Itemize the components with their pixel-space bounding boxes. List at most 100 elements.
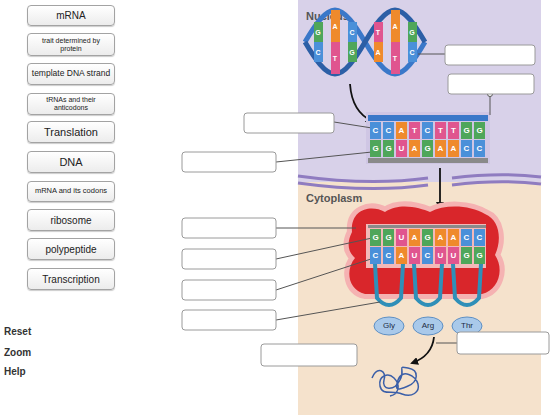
dna-backbone: [368, 115, 488, 121]
word-bank-box: template DNA strand: [27, 63, 115, 85]
codon-base: U: [435, 247, 446, 264]
process-arrow: [439, 168, 441, 208]
answer-box: [182, 152, 276, 172]
answer-box: [448, 74, 534, 94]
dna-base: G: [348, 42, 357, 62]
ribosome-shape: [349, 207, 500, 294]
rna-backbone: [368, 158, 488, 163]
nucleotide-base: A: [435, 140, 446, 157]
nucleotide-base: A: [396, 122, 407, 139]
nucleotide-base: C: [422, 122, 433, 139]
answer-box: [182, 249, 276, 269]
codon-base: A: [435, 229, 446, 246]
codon-base: A: [448, 229, 459, 246]
dna-base: G: [314, 22, 323, 42]
codon-base: U: [448, 247, 459, 264]
dna-base: C: [408, 42, 417, 62]
nucleotide-base: T: [448, 122, 459, 139]
box-label: polypeptide: [45, 244, 96, 255]
leader-line: [436, 343, 457, 344]
trna-shape: [414, 264, 442, 305]
nucleotide-base: T: [409, 122, 420, 139]
mrna-backbone: [368, 225, 486, 228]
answer-box: [182, 310, 276, 330]
word-bank-box: trait determined by protein: [27, 33, 115, 56]
trna-shape: [453, 264, 481, 305]
box-label: ribosome: [50, 215, 91, 226]
ribosome-glow: [349, 207, 500, 294]
nucleotide-base: C: [461, 140, 472, 157]
box-label: template DNA strand: [32, 69, 110, 78]
dna-base: T: [331, 42, 340, 74]
word-bank-box: DNA: [27, 151, 115, 173]
answer-box: [261, 344, 357, 366]
answer-box: [244, 113, 334, 133]
nucleotide-base: U: [396, 140, 407, 157]
word-bank-box: mRNA and its codons: [27, 181, 115, 202]
box-label: DNA: [59, 156, 82, 168]
dna-base: A: [374, 42, 383, 62]
menu-link: Help: [4, 365, 64, 379]
transcription-bubble: [366, 112, 490, 164]
trna-shape: [375, 264, 403, 305]
dna-base: T: [374, 22, 383, 42]
box-label: tRNAs and their anticodons: [31, 96, 111, 111]
nucleotide-base: G: [383, 140, 394, 157]
amino-acid-name: Thr: [452, 319, 482, 333]
codon-base: A: [409, 229, 420, 246]
codon-base: U: [409, 247, 420, 264]
dna-base: G: [408, 22, 417, 42]
nucleotide-base: C: [370, 122, 381, 139]
codon-base: C: [474, 229, 485, 246]
codon-base: C: [383, 247, 394, 264]
nucleotide-base: G: [474, 122, 485, 139]
nucleotide-base: A: [409, 140, 420, 157]
box-label: trait determined by protein: [31, 37, 111, 52]
menu-link: Zoom: [4, 346, 64, 360]
box-label: Translation: [44, 126, 98, 138]
nucleotide-base: T: [435, 122, 446, 139]
menu-link: Reset: [4, 325, 64, 339]
word-bank-box: polypeptide: [27, 238, 115, 260]
amino-acid: [374, 317, 404, 335]
region-title: Cytoplasm: [306, 192, 362, 204]
box-label: mRNA and its codons: [35, 187, 107, 195]
dna-base: T: [391, 42, 400, 74]
leader-line: [276, 228, 356, 229]
nucleotide-base: A: [448, 140, 459, 157]
codon-base: G: [383, 229, 394, 246]
word-bank-box: Transcription: [27, 268, 115, 290]
ribosome-site: [366, 224, 486, 268]
box-label: Transcription: [42, 274, 99, 285]
amino-acid-name: Arg: [413, 319, 443, 333]
amino-acid-name: Gly: [374, 319, 404, 333]
dna-base: C: [314, 42, 323, 62]
box-label: mRNA: [56, 10, 85, 21]
codon-base: C: [370, 247, 381, 264]
codon-base: U: [396, 229, 407, 246]
leader-line: [490, 95, 491, 115]
word-bank-box: Translation: [27, 121, 115, 143]
word-bank-box: ribosome: [27, 209, 115, 231]
nucleotide-base: G: [370, 140, 381, 157]
dna-base: A: [391, 10, 400, 42]
codon-base: G: [461, 247, 472, 264]
dna-base: C: [348, 22, 357, 42]
answer-box: [182, 218, 276, 238]
nucleotide-base: C: [474, 140, 485, 157]
nucleotide-base: C: [383, 122, 394, 139]
word-bank-box: tRNAs and their anticodons: [27, 93, 115, 115]
amino-acid: [413, 317, 443, 335]
dna-base: A: [331, 10, 340, 42]
codon-base: G: [370, 229, 381, 246]
codon-base: C: [422, 247, 433, 264]
codon-base: A: [396, 247, 407, 264]
nucleotide-base: G: [422, 140, 433, 157]
nucleotide-base: G: [461, 122, 472, 139]
codon-base: G: [422, 229, 433, 246]
codon-base: C: [461, 229, 472, 246]
answer-box: [182, 280, 276, 300]
answer-box: [457, 332, 549, 354]
answer-box: [445, 45, 535, 65]
